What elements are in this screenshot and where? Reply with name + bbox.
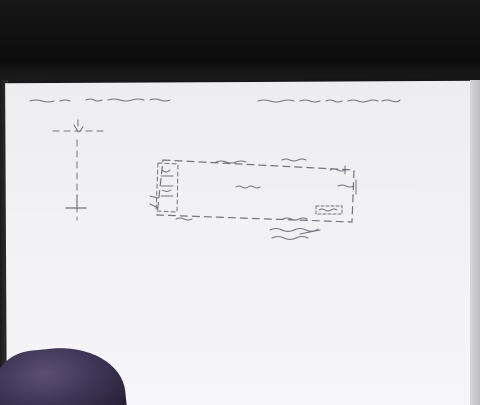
small-rect-label: [315, 205, 343, 215]
rectangle-diagram: [156, 159, 355, 223]
left-shadow: [0, 80, 8, 405]
dimension-mark: [52, 119, 108, 221]
scribble-top-right: [257, 99, 401, 103]
dark-background: [0, 0, 480, 86]
label-top: [215, 158, 347, 175]
label-center: [235, 185, 261, 189]
inner-box: [155, 162, 179, 213]
label-right: [337, 179, 357, 195]
label-bottom: [175, 217, 308, 221]
right-edge: [470, 80, 480, 405]
scribble-under: [269, 228, 321, 240]
scribble-top-left: [29, 98, 171, 103]
